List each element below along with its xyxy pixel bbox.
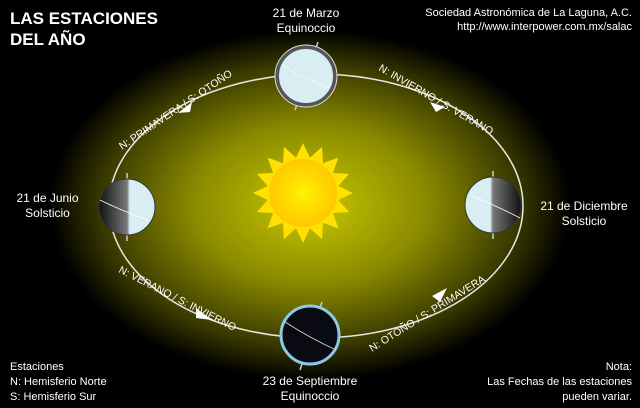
sun-icon xyxy=(253,143,353,243)
credit: Sociedad Astronómica de La Laguna, A.C. … xyxy=(425,6,632,34)
arrow-icon xyxy=(430,102,445,112)
legend-heading: Estaciones xyxy=(10,361,64,373)
september-date: 23 de Septiembre xyxy=(262,374,358,388)
legend-south: S: Hemisferio Sur xyxy=(10,391,97,403)
june-event: Solsticio xyxy=(25,206,70,220)
label-march: 21 de Marzo Equinoccio xyxy=(256,6,356,36)
earth-march xyxy=(274,41,338,111)
label-june: 21 de Junio Solsticio xyxy=(0,191,95,221)
march-date: 21 de Marzo xyxy=(272,6,340,20)
note: Nota: Las Fechas de las estaciones puede… xyxy=(487,360,632,405)
note-heading: Nota: xyxy=(605,361,632,373)
credit-org: Sociedad Astronómica de La Laguna, A.C. xyxy=(425,7,632,19)
september-event: Equinoccio xyxy=(280,389,340,403)
label-september: 23 de Septiembre Equinoccio xyxy=(245,374,375,404)
earth-december xyxy=(464,171,522,239)
title-line-1: LAS ESTACIONES xyxy=(10,9,158,28)
december-date: 21 de Diciembre xyxy=(540,199,628,213)
page-title: LAS ESTACIONES DEL AÑO xyxy=(10,8,158,50)
march-event: Equinoccio xyxy=(276,21,336,35)
arrow-icon xyxy=(432,288,447,302)
arrow-icon xyxy=(196,308,212,320)
label-december: 21 de Diciembre Solsticio xyxy=(528,199,640,229)
note-line-2: pueden variar. xyxy=(562,391,632,403)
earth-september xyxy=(279,301,341,371)
note-line-1: Las Fechas de las estaciones xyxy=(487,376,632,388)
earth-june xyxy=(98,173,156,241)
title-line-2: DEL AÑO xyxy=(10,30,86,49)
legend: Estaciones N: Hemisferio Norte S: Hemisf… xyxy=(10,360,107,405)
legend-north: N: Hemisferio Norte xyxy=(10,376,107,388)
december-event: Solsticio xyxy=(561,214,607,228)
sun-disc xyxy=(269,159,337,227)
arrow-icon xyxy=(178,102,192,113)
credit-url: http://www.interpower.com.mx/salac xyxy=(457,21,632,33)
june-date: 21 de Junio xyxy=(16,191,79,205)
